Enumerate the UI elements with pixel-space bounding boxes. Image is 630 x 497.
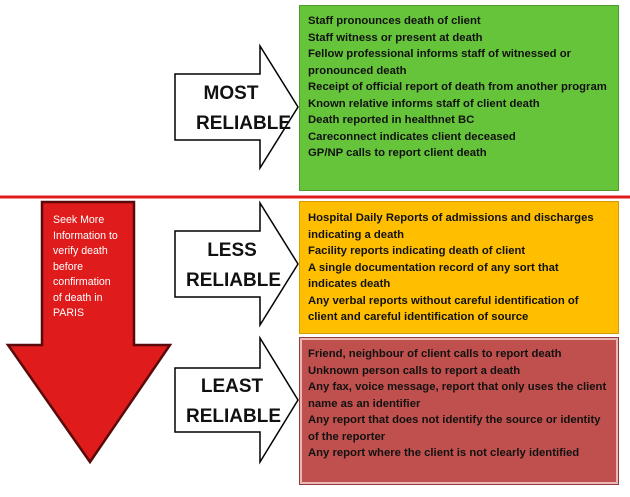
list-item: Any report where the client is not clear… (308, 447, 580, 459)
list-item: Receipt of official report of death from… (308, 81, 607, 93)
least-reliable-label: LEAST RELIABLE (186, 372, 281, 432)
most-label-line1: MOST (203, 83, 259, 104)
list-item: Any report that does not identify the so… (308, 414, 601, 443)
seek-more-info-note: Seek More Information to verify death be… (53, 214, 118, 319)
list-item: GP/NP calls to report client death (308, 147, 487, 159)
less-reliable-box: Hospital Daily Reports of admissions and… (299, 201, 619, 334)
least-reliable-arrow (174, 335, 299, 465)
list-item: Friend, neighbour of client calls to rep… (308, 348, 562, 360)
most-reliable-arrow (174, 43, 299, 171)
list-item: Any fax, voice message, report that only… (308, 381, 607, 410)
list-item: Known relative informs staff of client d… (308, 97, 540, 110)
least-reliable-box: Friend, neighbour of client calls to rep… (299, 337, 619, 485)
list-item: Staff witness or present at death (308, 31, 483, 44)
list-item: A single documentation record of any sor… (308, 261, 559, 291)
most-reliable-box: Staff pronounces death of client Staff w… (299, 5, 619, 191)
list-item: Fellow professional informs staff of wit… (308, 48, 572, 77)
less-reliable-arrow (174, 200, 299, 328)
list-item: Any verbal reports without careful ident… (308, 294, 579, 324)
list-item: Facility reports indicating death of cli… (308, 245, 526, 257)
seek-more-info-down-arrow (5, 200, 173, 465)
list-item: Careconnect indicates client deceased (308, 130, 516, 143)
less-label-line2: RELIABLE (186, 270, 281, 291)
most-reliable-label: MOST RELIABLE (196, 79, 291, 139)
least-label-line2: RELIABLE (186, 406, 281, 427)
most-label-line2: RELIABLE (196, 113, 291, 134)
list-item: Death reported in healthnet BC (308, 114, 475, 126)
list-item: Hospital Daily Reports of admissions and… (308, 212, 594, 241)
less-reliable-label: LESS RELIABLE (186, 236, 281, 296)
least-label-line1: LEAST (200, 376, 264, 397)
less-label-line1: LESS (207, 240, 257, 261)
list-item: Unknown person calls to report a death (308, 364, 521, 377)
list-item: Staff pronounces death of client (308, 15, 481, 27)
